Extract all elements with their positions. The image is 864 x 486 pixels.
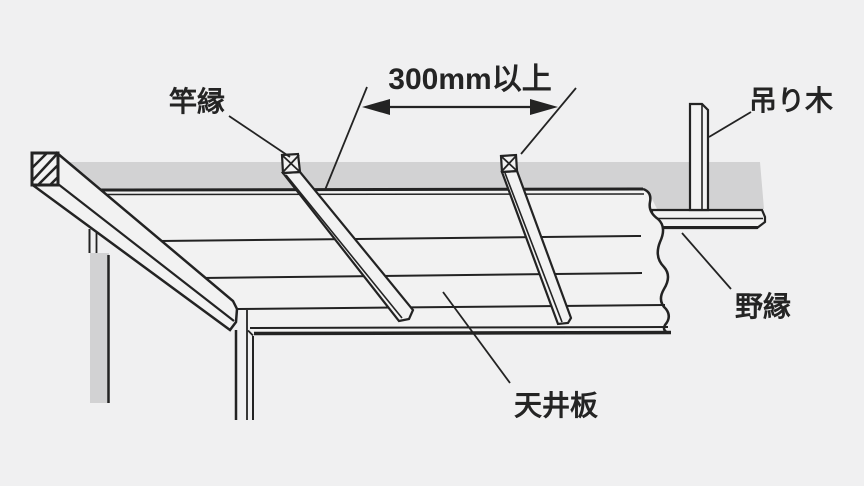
arrowhead-right [530,99,558,115]
dimension-extension-line-left [324,86,368,191]
leader-tenjoita [442,291,511,384]
label-tenjoita: 天井板 [442,291,598,421]
furring-strip-nobuchi [650,208,767,230]
label-tsurigi: 吊り木 [708,85,833,138]
leader-nobuchi [681,232,732,290]
batten-3-saobuchi [499,153,573,326]
plank-joint-line [201,272,643,279]
batten-1-section-hatch [30,151,60,187]
dimension-text: 300mm以上 [388,63,551,96]
batten-2-section-hatch [280,152,302,175]
wall-post [88,229,110,403]
batten-1-saobuchi [30,151,239,332]
plank-joint-line [159,235,642,242]
corner-post [234,310,254,420]
svg-text:吊り木: 吊り木 [749,85,833,116]
svg-text:竿縁: 竿縁 [169,85,225,117]
label-saobuchi: 竿縁 [169,85,291,158]
board-torn-edge [642,187,670,335]
hanging-post-tsurigi [688,102,710,212]
batten-2-saobuchi [280,152,415,323]
leader-saobuchi [228,115,291,158]
svg-text:野縁: 野縁 [735,291,791,322]
dimension-extension-line-right [520,87,577,155]
arrowhead-left [362,99,390,115]
dimension-arrow [362,99,558,115]
svg-text:天井板: 天井板 [514,390,598,421]
wall-shade-band [60,162,764,209]
leader-tsurigi [708,111,752,138]
batten-3-section-hatch [499,153,519,174]
label-nobuchi: 野縁 [681,232,791,322]
dimension-300mm: 300mm以上 [324,63,577,191]
